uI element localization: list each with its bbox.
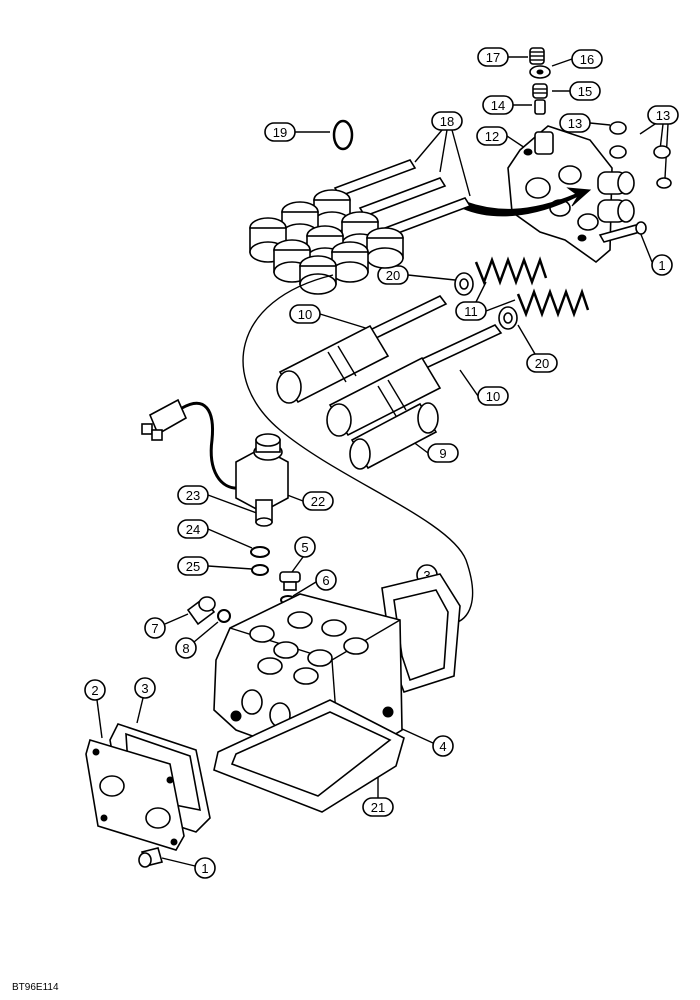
svg-text:11: 11 bbox=[464, 304, 478, 319]
part-20-washer-bottom bbox=[498, 306, 518, 330]
part-12-end-cover bbox=[507, 125, 635, 264]
part-10-spool-top bbox=[276, 294, 448, 404]
assembly-guide-line bbox=[242, 274, 474, 625]
svg-text:14: 14 bbox=[491, 98, 505, 113]
svg-text:18: 18 bbox=[440, 114, 454, 129]
svg-text:16: 16 bbox=[580, 52, 594, 67]
svg-text:5: 5 bbox=[301, 540, 308, 555]
callout-10-top: 10 bbox=[289, 304, 373, 331]
part-1-bolt-bottom bbox=[138, 847, 163, 868]
part-10-spool-bottom bbox=[326, 324, 503, 437]
callout-17: 17 bbox=[477, 47, 528, 67]
svg-text:12: 12 bbox=[485, 129, 499, 144]
callout-18: 18 bbox=[414, 111, 471, 197]
diagram-code: BT96E114 bbox=[12, 982, 59, 993]
svg-text:13: 13 bbox=[656, 108, 670, 123]
callout-13-left: 13 bbox=[559, 113, 611, 133]
svg-text:1: 1 bbox=[658, 258, 665, 273]
part-21-gasket-bottom bbox=[213, 699, 405, 813]
callout-15: 15 bbox=[552, 81, 601, 101]
callout-21: 21 bbox=[362, 772, 394, 817]
callout-10-bottom: 10 bbox=[459, 369, 509, 406]
part-11-spring-top bbox=[474, 256, 548, 286]
callout-7: 7 bbox=[144, 613, 189, 639]
svg-text:20: 20 bbox=[386, 268, 400, 283]
svg-text:17: 17 bbox=[486, 50, 500, 65]
part-20-washer-top bbox=[454, 272, 474, 296]
svg-text:22: 22 bbox=[311, 494, 325, 509]
part-8-washer bbox=[217, 609, 231, 623]
part-2-cover bbox=[85, 739, 185, 851]
part-9-piston bbox=[349, 402, 439, 470]
svg-text:4: 4 bbox=[439, 739, 446, 754]
callout-8: 8 bbox=[175, 621, 219, 659]
svg-text:13: 13 bbox=[568, 116, 582, 131]
part-22-solenoid bbox=[141, 398, 289, 527]
callout-16: 16 bbox=[551, 49, 603, 69]
callout-19: 19 bbox=[264, 122, 330, 142]
svg-text:2: 2 bbox=[91, 683, 98, 698]
svg-text:10: 10 bbox=[486, 389, 500, 404]
callout-3-bottom: 3 bbox=[134, 677, 156, 724]
svg-text:1: 1 bbox=[201, 861, 208, 876]
callout-5: 5 bbox=[291, 536, 316, 573]
callout-20-top: 20 bbox=[377, 265, 456, 285]
part-14-pin bbox=[534, 99, 546, 115]
svg-text:20: 20 bbox=[535, 356, 549, 371]
callout-12: 12 bbox=[476, 126, 526, 149]
callout-13-right: 13 bbox=[639, 105, 679, 179]
assembly-arrow bbox=[461, 187, 592, 217]
svg-text:9: 9 bbox=[439, 446, 446, 461]
svg-text:8: 8 bbox=[182, 641, 189, 656]
part-16-nut bbox=[529, 65, 551, 79]
part-13-caps bbox=[609, 121, 672, 189]
part-11-spring-bottom bbox=[516, 288, 590, 318]
part-24-o-ring bbox=[250, 546, 270, 558]
part-15-spring bbox=[532, 83, 548, 99]
svg-text:21: 21 bbox=[371, 800, 385, 815]
svg-text:23: 23 bbox=[186, 488, 200, 503]
svg-text:10: 10 bbox=[298, 307, 312, 322]
callout-23: 23 bbox=[177, 485, 263, 516]
svg-text:7: 7 bbox=[151, 621, 158, 636]
callout-6: 6 bbox=[292, 569, 337, 597]
part-1-bolt-top bbox=[598, 221, 647, 243]
callout-2: 2 bbox=[84, 679, 106, 739]
svg-text:3: 3 bbox=[423, 568, 430, 583]
part-7-plug bbox=[186, 596, 216, 626]
callout-9: 9 bbox=[407, 437, 459, 463]
callout-1-top: 1 bbox=[639, 231, 673, 276]
callout-20-bottom: 20 bbox=[517, 324, 558, 373]
callout-14: 14 bbox=[482, 95, 532, 115]
callout-25: 25 bbox=[177, 556, 253, 576]
svg-text:24: 24 bbox=[186, 522, 200, 537]
callout-22: 22 bbox=[281, 491, 334, 511]
callout-4: 4 bbox=[399, 727, 454, 757]
callout-1-bottom: 1 bbox=[161, 857, 216, 879]
part-19-o-ring bbox=[332, 119, 354, 151]
callout-24: 24 bbox=[177, 519, 253, 549]
part-17-spring bbox=[529, 47, 545, 65]
svg-text:3: 3 bbox=[141, 681, 148, 696]
part-5-plug bbox=[279, 571, 301, 591]
svg-text:15: 15 bbox=[578, 84, 592, 99]
callout-11: 11 bbox=[455, 281, 516, 321]
svg-text:6: 6 bbox=[322, 573, 329, 588]
svg-text:19: 19 bbox=[273, 125, 287, 140]
part-25-o-ring bbox=[251, 564, 269, 576]
part-18-spool-caps bbox=[249, 159, 472, 295]
svg-text:25: 25 bbox=[186, 559, 200, 574]
